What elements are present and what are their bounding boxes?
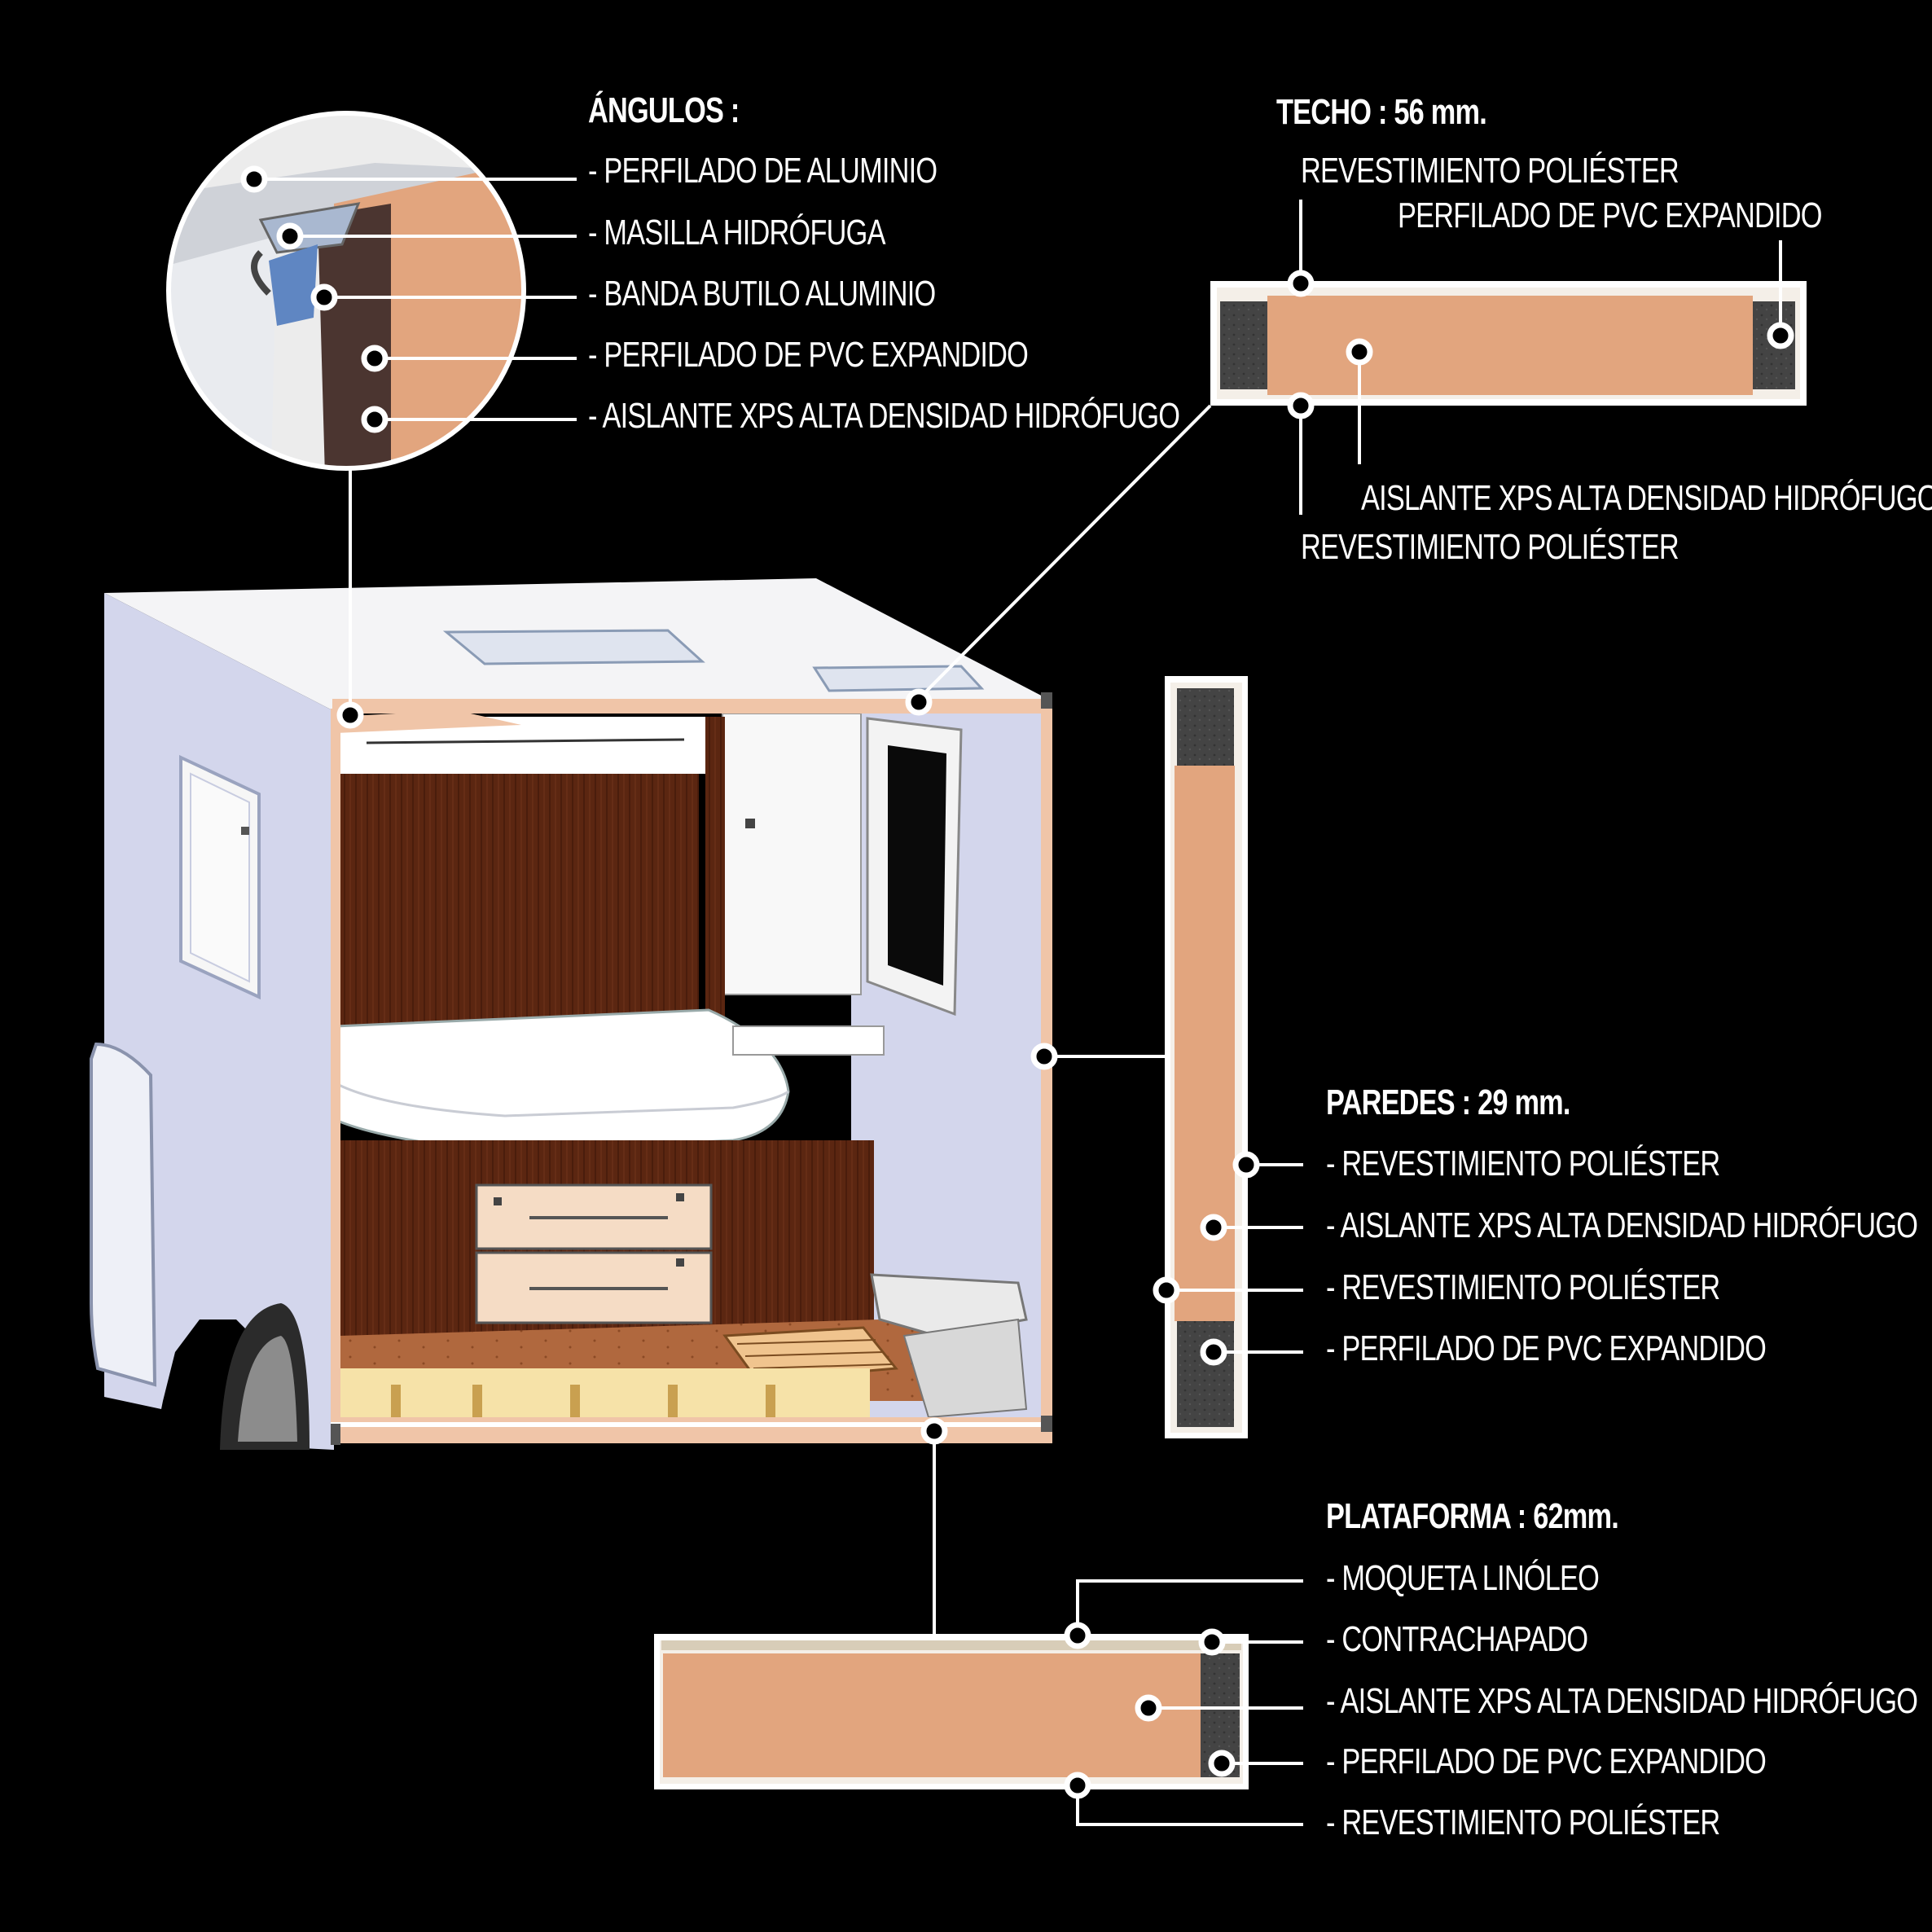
- left-wall-section-edge: [331, 709, 340, 1434]
- techo-label-revestimiento-bottom: REVESTIMIENTO POLIÉSTER: [1301, 527, 1680, 567]
- angulos-item-2: - MASILLA HIDRÓFUGA: [588, 213, 885, 252]
- side-door: [90, 1042, 157, 1387]
- floor-xps-layer: [663, 1653, 1201, 1777]
- bed: [334, 1008, 790, 1154]
- angulos-title: ÁNGULOS :: [588, 90, 740, 130]
- techo-label-revestimiento-top: REVESTIMIENTO POLIÉSTER: [1301, 151, 1680, 191]
- roof-hatch: [812, 665, 985, 692]
- techo-label-xps: AISLANTE XPS ALTA DENSIDAD HIDRÓFUGO: [1361, 478, 1932, 518]
- plataforma-item-5: - REVESTIMIENTO POLIÉSTER: [1326, 1802, 1720, 1842]
- angulos-item-3: - BANDA BUTILO ALUMINIO: [588, 274, 936, 314]
- paredes-title: PAREDES : 29 mm.: [1326, 1082, 1570, 1122]
- roof-cross-section: [1210, 281, 1807, 406]
- leader-lines: [254, 178, 1782, 1826]
- techo-label-pvc: PERFILADO DE PVC EXPANDIDO: [1398, 195, 1822, 235]
- plataforma-item-1: - MOQUETA LINÓLEO: [1326, 1558, 1600, 1598]
- angulos-item-5: - AISLANTE XPS ALTA DENSIDAD HIDRÓFUGO: [588, 396, 1180, 436]
- plataforma-item-3: - AISLANTE XPS ALTA DENSIDAD HIDRÓFUGO: [1326, 1681, 1918, 1721]
- paredes-item-1: - REVESTIMIENTO POLIÉSTER: [1326, 1144, 1720, 1183]
- corner-detail-magnifier: [166, 111, 526, 471]
- wardrobe: [722, 713, 862, 995]
- plataforma-item-2: - CONTRACHAPADO: [1326, 1619, 1588, 1659]
- roof-vent: [442, 629, 705, 665]
- plataforma-title: PLATAFORMA : 62mm.: [1326, 1496, 1619, 1536]
- paredes-item-4: - PERFILADO DE PVC EXPANDIDO: [1326, 1328, 1767, 1368]
- roof-section-edge: [332, 699, 1051, 714]
- camper-cutaway-illustration: [90, 578, 1052, 1450]
- callout-dots: [240, 165, 1794, 1799]
- interior-back-wall: [340, 766, 699, 1026]
- wall-cross-section: [1165, 676, 1248, 1438]
- angulos-item-4: - PERFILADO DE PVC EXPANDIDO: [588, 335, 1029, 375]
- roof-xps-layer: [1267, 296, 1753, 395]
- plataforma-item-4: - PERFILADO DE PVC EXPANDIDO: [1326, 1741, 1767, 1781]
- techo-title: TECHO : 56 mm.: [1276, 92, 1487, 132]
- angulos-item-1: - PERFILADO DE ALUMINIO: [588, 151, 937, 191]
- paredes-item-3: - REVESTIMIENTO POLIÉSTER: [1326, 1267, 1720, 1307]
- side-wall: [104, 593, 334, 1450]
- paredes-item-2: - AISLANTE XPS ALTA DENSIDAD HIDRÓFUGO: [1326, 1205, 1918, 1245]
- wall-xps-layer: [1175, 766, 1235, 1321]
